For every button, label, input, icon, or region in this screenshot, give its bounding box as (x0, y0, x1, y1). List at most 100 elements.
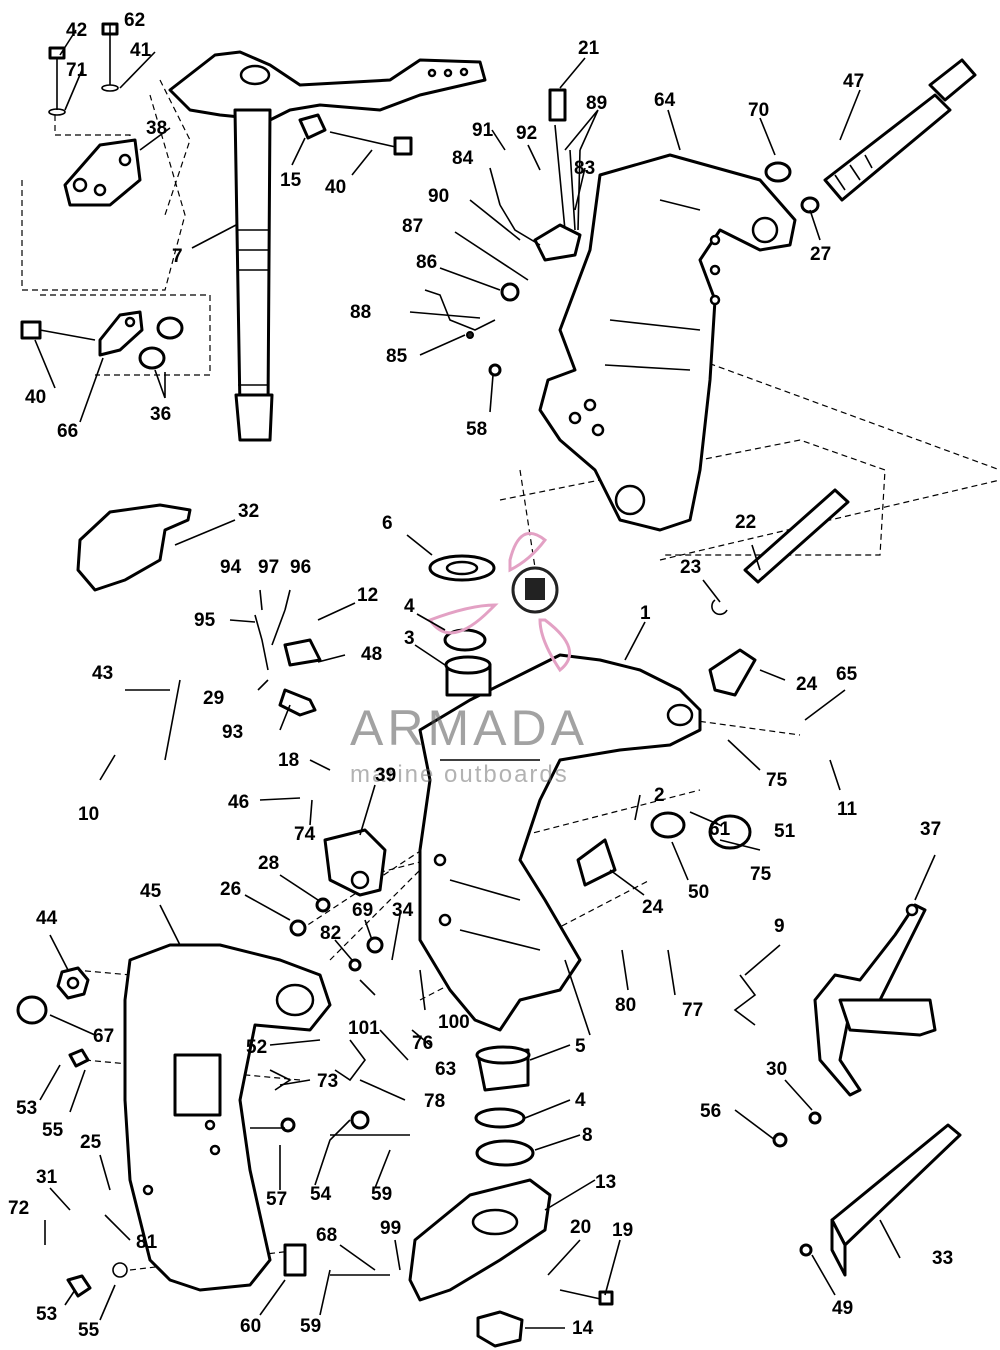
callout-labels: 42 62 71 41 38 7 15 40 40 66 36 21 89 91… (8, 10, 953, 1341)
steering-arm (168, 50, 487, 122)
clamp-bracket-45 (123, 943, 332, 1292)
bracket-38 (63, 138, 142, 207)
callout-39: 39 (375, 765, 396, 786)
callout-60: 60 (240, 1316, 261, 1337)
callout-69: 69 (352, 900, 373, 921)
callout-2: 2 (654, 785, 665, 806)
bushings-3-4-6 (428, 554, 496, 697)
callout-6: 6 (382, 513, 393, 534)
callout-32: 32 (238, 501, 259, 522)
callout-77: 77 (682, 1000, 703, 1021)
callout-30: 30 (766, 1059, 787, 1080)
callout-4: 4 (575, 1090, 586, 1111)
callout-24: 24 (796, 674, 818, 695)
callout-59: 59 (371, 1184, 392, 1205)
callout-75: 75 (750, 864, 772, 885)
callout-52: 52 (246, 1037, 267, 1058)
callout-41: 41 (130, 40, 152, 61)
leader-lines (34, 25, 936, 1329)
callout-5: 5 (575, 1036, 586, 1057)
callout-21: 21 (578, 38, 600, 59)
callout-37: 37 (920, 819, 941, 840)
callout-61: 61 (709, 819, 731, 840)
callout-1: 1 (640, 603, 651, 624)
callout-94: 94 (220, 557, 242, 578)
callout-85: 85 (386, 346, 408, 367)
callout-40: 40 (25, 387, 46, 408)
callout-20: 20 (570, 1217, 591, 1238)
tilt-pin-22 (711, 488, 850, 616)
callout-7: 7 (172, 246, 183, 267)
callout-45: 45 (140, 881, 162, 902)
callout-86: 86 (416, 252, 437, 273)
logo-tile-icon (525, 578, 545, 600)
callout-48: 48 (361, 644, 382, 665)
armada-watermark: ARMADA marine outboards (350, 531, 588, 788)
callout-68: 68 (316, 1225, 337, 1246)
callout-18: 18 (278, 750, 299, 771)
callout-11: 11 (837, 799, 858, 820)
propeller-blade-icon (508, 531, 548, 573)
callout-96: 96 (290, 557, 311, 578)
callout-33: 33 (932, 1248, 953, 1269)
callout-28: 28 (258, 853, 279, 874)
callout-83: 83 (574, 158, 595, 179)
callout-59: 59 (300, 1316, 321, 1337)
callout-88: 88 (350, 302, 371, 323)
bushings-24-50-51 (576, 648, 757, 887)
propeller-blade-icon (427, 603, 499, 635)
callout-46: 46 (228, 792, 249, 813)
callout-29: 29 (203, 688, 224, 709)
tilt-switch-wiring (164, 609, 322, 761)
small-hardware (66, 828, 822, 1306)
callout-63: 63 (435, 1059, 456, 1080)
callout-22: 22 (735, 512, 756, 533)
callout-93: 93 (222, 722, 243, 743)
callout-13: 13 (595, 1172, 616, 1193)
callout-101: 101 (348, 1018, 380, 1039)
callout-31: 31 (36, 1167, 58, 1188)
callout-53: 53 (36, 1304, 57, 1325)
callout-43: 43 (92, 663, 113, 684)
callout-47: 47 (843, 71, 864, 92)
callout-4: 4 (404, 596, 415, 617)
callout-38: 38 (146, 118, 167, 139)
callout-100: 100 (438, 1012, 470, 1033)
callout-25: 25 (80, 1132, 102, 1153)
callout-3: 3 (404, 628, 415, 649)
callout-50: 50 (688, 882, 709, 903)
callout-90: 90 (428, 186, 449, 207)
callout-26: 26 (220, 879, 241, 900)
nut-44-and-washer-67 (16, 966, 90, 1025)
callout-12: 12 (357, 585, 378, 606)
callout-51: 51 (774, 821, 796, 842)
spacer-block-33 (830, 1123, 962, 1277)
callout-15: 15 (280, 170, 302, 191)
callout-92: 92 (516, 123, 537, 144)
callout-72: 72 (8, 1198, 29, 1219)
callout-73: 73 (317, 1071, 338, 1092)
callout-70: 70 (748, 100, 769, 121)
callout-66: 66 (57, 421, 78, 442)
callout-36: 36 (150, 404, 171, 425)
callout-81: 81 (136, 1232, 158, 1253)
callout-55: 55 (78, 1320, 100, 1341)
callout-58: 58 (466, 419, 487, 440)
trim-sender-wiring (424, 88, 582, 377)
callout-40: 40 (325, 177, 346, 198)
callout-82: 82 (320, 923, 341, 944)
callout-27: 27 (810, 244, 831, 265)
callout-67: 67 (93, 1026, 114, 1047)
callout-10: 10 (78, 804, 99, 825)
callout-64: 64 (654, 90, 676, 111)
callout-74: 74 (294, 824, 316, 845)
stern-ring-parts-5-4-8-13 (408, 1045, 552, 1348)
callout-89: 89 (586, 93, 607, 114)
callout-14: 14 (572, 1318, 594, 1339)
stern-bracket-1 (418, 653, 702, 1032)
callout-53: 53 (16, 1098, 37, 1119)
watermark-brand: ARMADA (350, 700, 588, 756)
callout-84: 84 (452, 148, 474, 169)
callout-87: 87 (402, 216, 423, 237)
